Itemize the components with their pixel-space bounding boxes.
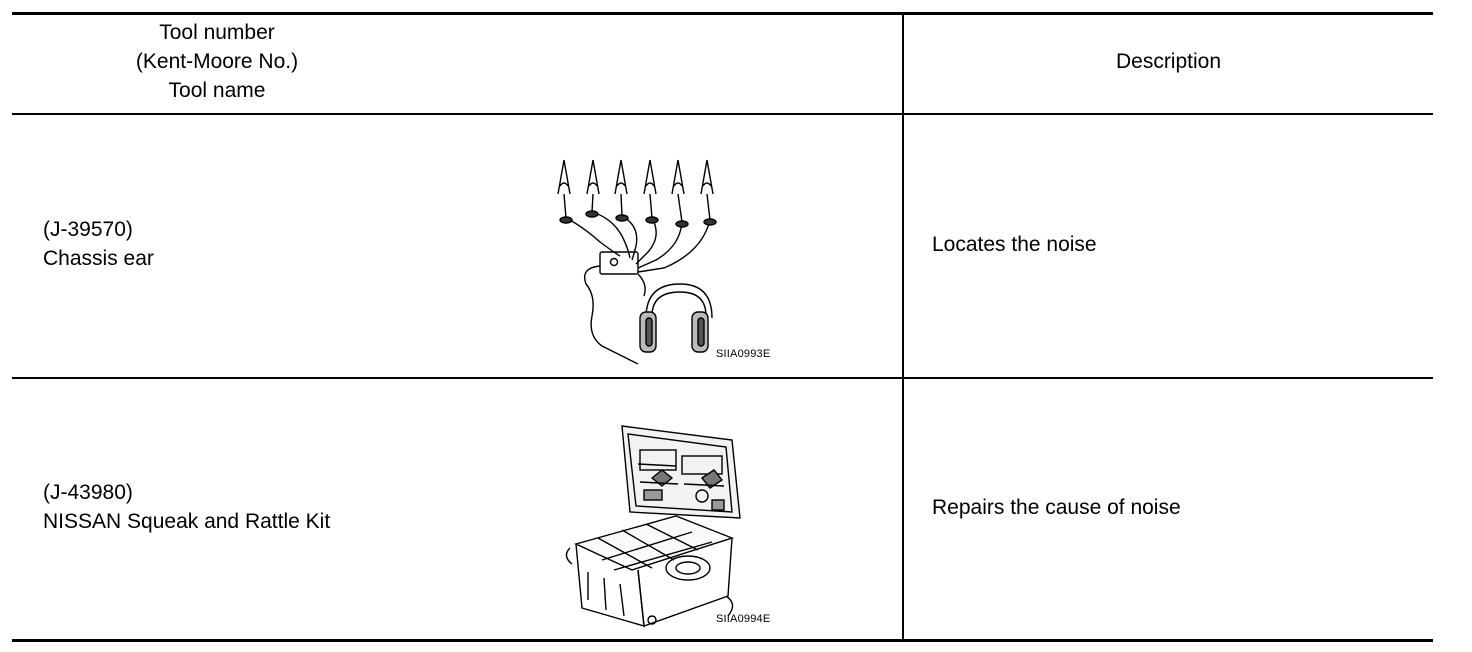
header-tool-line-2: (Kent-Moore No.) xyxy=(135,50,299,73)
header-tool-line-3: Tool name xyxy=(168,79,266,102)
header-bottom-rule xyxy=(12,113,1433,115)
header-tool: Tool number (Kent-Moore No.) Tool name xyxy=(12,18,422,105)
row-divider xyxy=(12,377,1433,379)
tool-number: (J-39570) xyxy=(43,218,133,241)
figure-code: SIIA0993E xyxy=(716,348,771,360)
table-row: (J-39570) Chassis ear xyxy=(43,215,154,273)
tool-description: Locates the noise xyxy=(932,233,1097,256)
chassis-ear-illustration xyxy=(557,159,717,365)
figure-code: SIIA0994E xyxy=(716,613,771,625)
header-description: Description xyxy=(1115,50,1222,73)
header-tool-line-1: Tool number xyxy=(159,21,275,44)
tool-name: Chassis ear xyxy=(43,247,154,270)
tool-number: (J-43980) xyxy=(43,481,133,504)
table-top-rule xyxy=(12,12,1433,15)
alligator-clip-icon xyxy=(557,159,571,195)
squeak-rattle-kit-illustration xyxy=(565,425,741,627)
table-bottom-rule xyxy=(12,639,1433,642)
column-divider xyxy=(902,12,904,642)
table-row: (J-43980) NISSAN Squeak and Rattle Kit xyxy=(43,478,330,536)
tool-description: Repairs the cause of noise xyxy=(932,496,1181,519)
special-tools-table: Tool number (Kent-Moore No.) Tool name D… xyxy=(12,12,1433,642)
tool-name: NISSAN Squeak and Rattle Kit xyxy=(43,510,331,533)
